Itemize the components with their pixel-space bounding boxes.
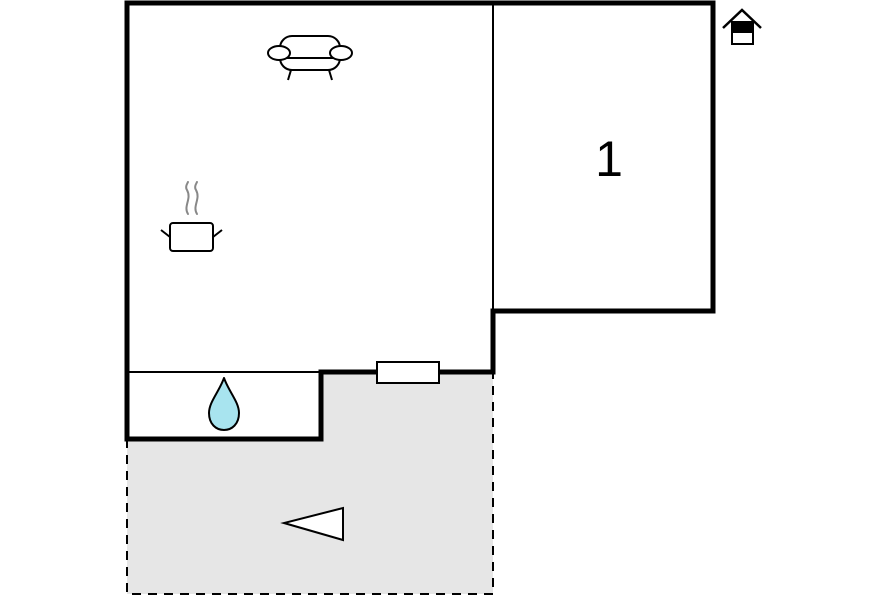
window [376,361,440,384]
outer-wall [124,0,716,442]
direction-arrow-icon [280,506,344,542]
room-number-bedroom: 1 [595,131,623,187]
terrace-area [127,372,493,594]
house-floor-icon [722,8,762,45]
water-drop-icon [208,377,240,431]
cooking-pot-icon [160,181,223,252]
terrace-dashed-border [126,372,494,595]
sofa-icon [267,35,353,81]
